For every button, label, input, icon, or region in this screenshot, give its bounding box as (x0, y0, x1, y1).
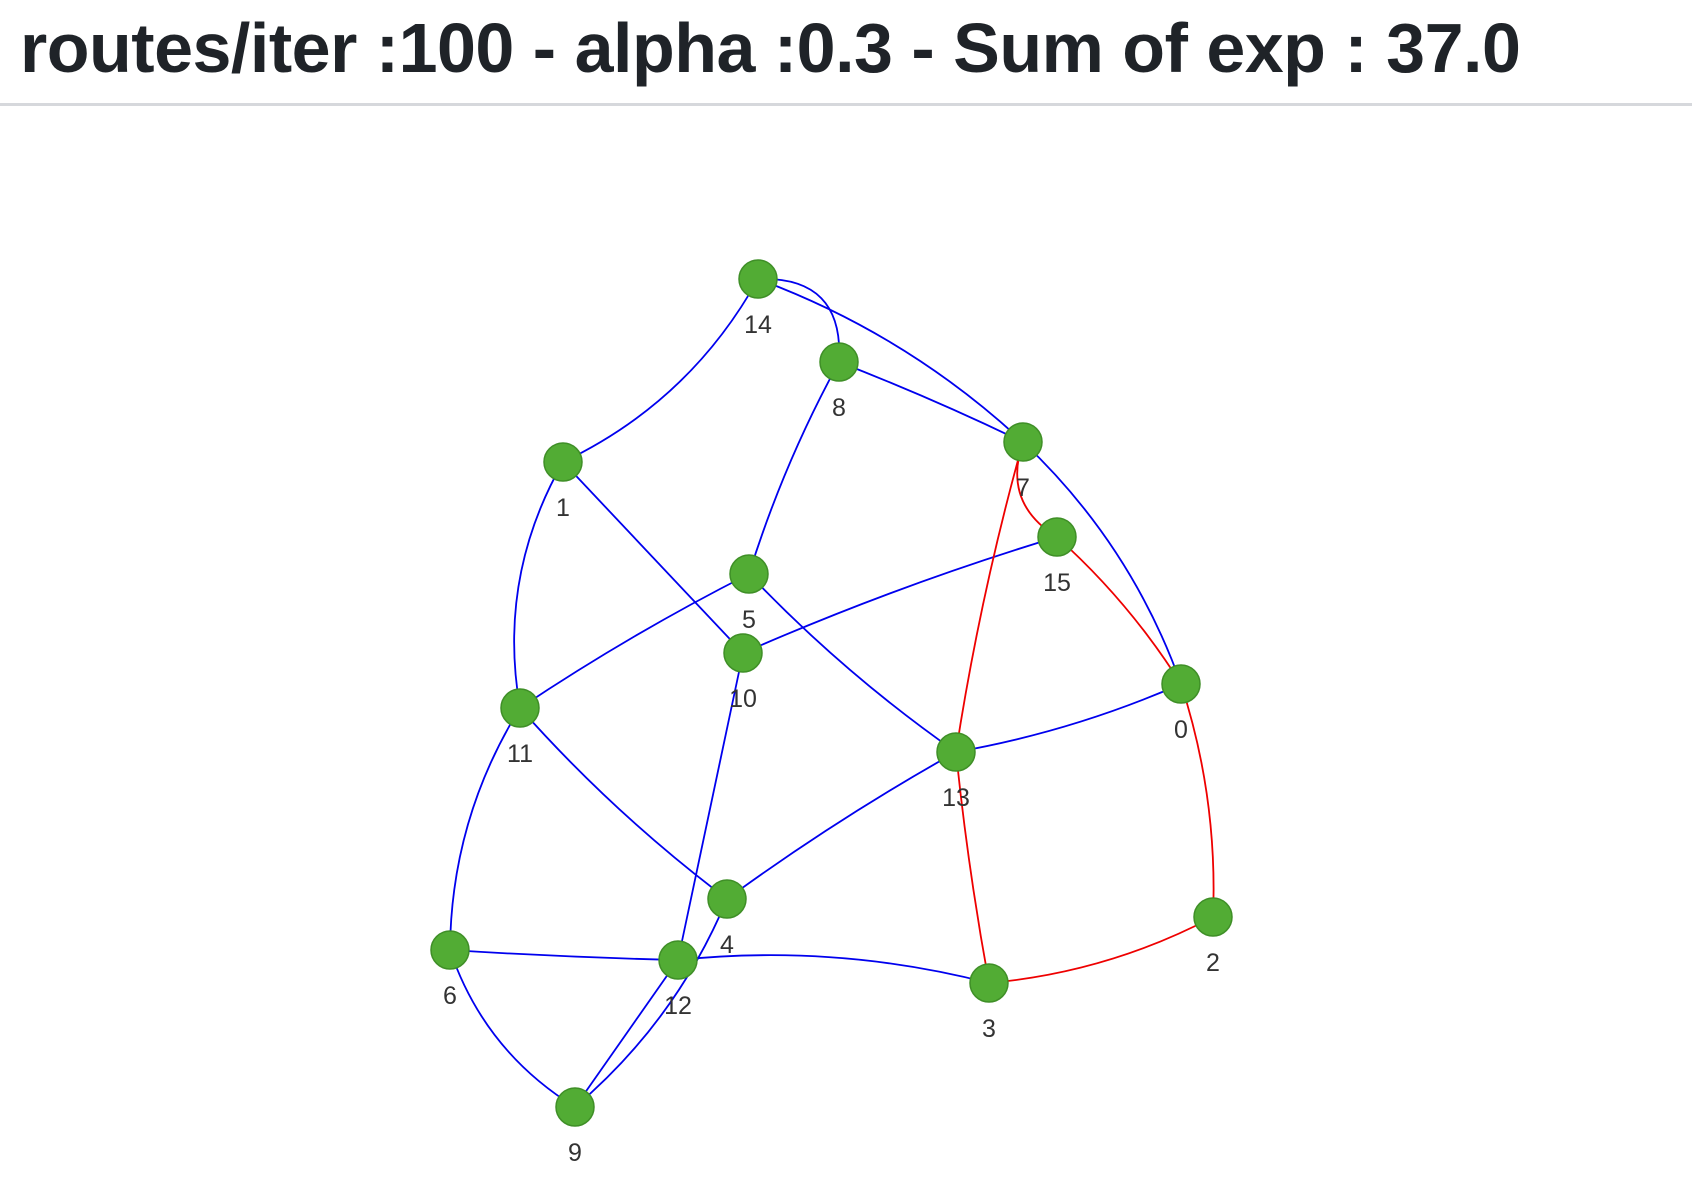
node-label-1: 1 (556, 494, 570, 522)
node-label-15: 15 (1043, 569, 1071, 597)
node-label-5: 5 (742, 606, 756, 634)
node-label-11: 11 (507, 740, 533, 768)
node-11[interactable] (500, 688, 540, 728)
title-bar: routes/iter :100 - alpha :0.3 - Sum of e… (0, 0, 1692, 106)
edge-13-0 (955, 683, 1182, 753)
edge-6-12 (449, 949, 679, 961)
node-3[interactable] (969, 963, 1009, 1003)
edge-4-9 (574, 898, 728, 1108)
node-6[interactable] (430, 930, 470, 970)
node-14[interactable] (738, 259, 778, 299)
nodes-layer (430, 259, 1233, 1127)
node-label-3: 3 (982, 1015, 996, 1043)
edge-11-6 (449, 707, 521, 951)
route-edge-7-13 (955, 441, 1024, 753)
node-8[interactable] (819, 342, 859, 382)
edge-1-10 (562, 461, 744, 654)
route-edge-3-2 (988, 916, 1214, 984)
node-label-8: 8 (832, 394, 846, 422)
edge-12-3 (677, 954, 990, 984)
node-label-4: 4 (720, 931, 734, 959)
route-edge-0-15 (1056, 536, 1182, 685)
node-label-12: 12 (664, 992, 692, 1020)
node-label-6: 6 (443, 982, 457, 1010)
edge-14-7 (757, 278, 1024, 443)
edge-13-4 (726, 751, 957, 900)
edge-8-5 (748, 361, 840, 575)
node-label-2: 2 (1206, 949, 1220, 977)
node-1[interactable] (543, 442, 583, 482)
edge-14-1 (562, 278, 759, 463)
node-13[interactable] (936, 732, 976, 772)
node-label-13: 13 (942, 784, 970, 812)
node-9[interactable] (555, 1087, 595, 1127)
edge-11-4 (519, 707, 728, 900)
node-15[interactable] (1037, 517, 1077, 557)
edge-7-0 (1022, 441, 1182, 685)
node-label-9: 9 (568, 1139, 582, 1167)
edge-5-11 (519, 573, 750, 709)
edge-8-7 (838, 361, 1024, 443)
edge-5-13 (748, 573, 957, 753)
node-label-10: 10 (729, 685, 757, 713)
node-label-0: 0 (1174, 716, 1188, 744)
node-7[interactable] (1003, 422, 1043, 462)
node-4[interactable] (707, 879, 747, 919)
node-10[interactable] (723, 633, 763, 673)
node-5[interactable] (729, 554, 769, 594)
node-label-14: 14 (744, 311, 772, 339)
page-title: routes/iter :100 - alpha :0.3 - Sum of e… (20, 9, 1521, 87)
edge-12-9 (574, 959, 679, 1108)
edge-15-10 (742, 536, 1058, 654)
node-0[interactable] (1161, 664, 1201, 704)
route-edge-2-0 (1180, 683, 1215, 918)
node-label-7: 7 (1016, 474, 1030, 502)
edge-10-12 (677, 652, 744, 961)
node-2[interactable] (1193, 897, 1233, 937)
edge-6-9 (449, 949, 576, 1108)
route-edge-13-3 (955, 751, 990, 984)
node-12[interactable] (658, 940, 698, 980)
edge-1-11 (513, 461, 564, 709)
